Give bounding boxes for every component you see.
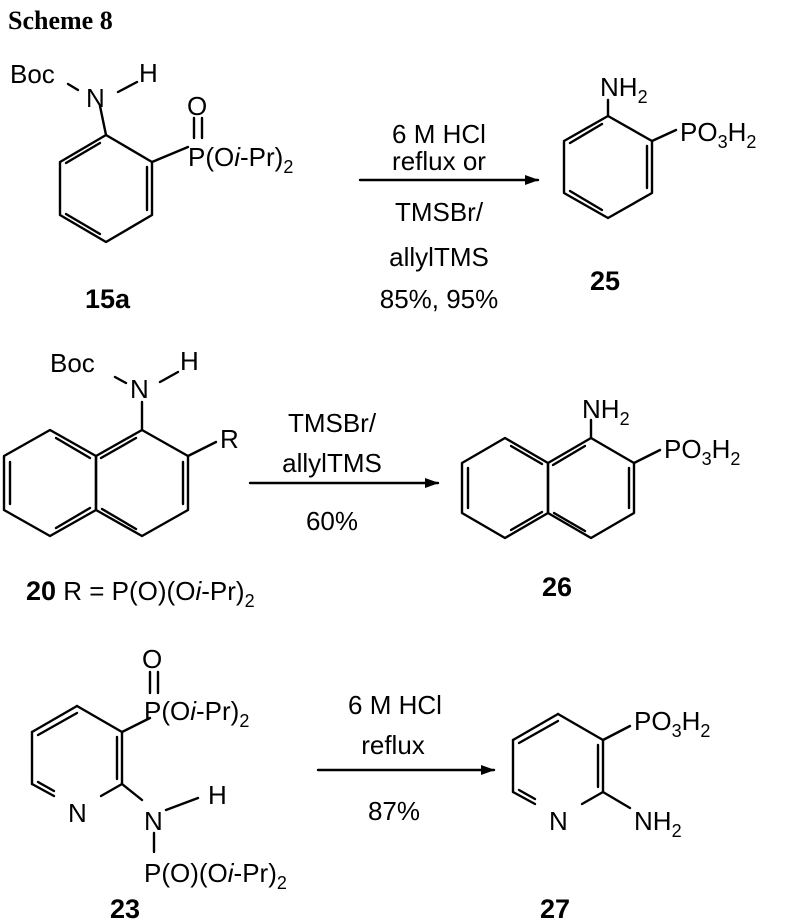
compound-number: 15a [85,284,131,314]
benzene-ring [562,114,654,220]
bond [120,782,144,802]
condition-text: reflux or [392,146,486,176]
h-label: H [208,780,227,810]
r-label: R [220,424,239,454]
amino-label: NH2 [634,806,682,841]
bond [120,716,152,734]
benzene-ring [58,133,154,244]
compound-number: 23 [110,894,140,924]
boc-label: Boc [50,348,95,378]
amino-label: NH2 [582,394,630,429]
pyridine-ring [30,704,124,798]
condition-text: reflux [361,730,425,760]
bond [650,128,678,143]
n-label: N [130,374,149,404]
naphthalene-rings [460,436,636,540]
oxygen-label: O [187,91,207,121]
phosphonate-label: P(Oi-Pr)2 [188,142,293,177]
compound-20: Boc N H R 20 R = P(O)(Oi-Pr)2 [2,346,255,611]
oxygen-label: O [142,644,162,674]
condition-text: TMSBr/ [395,197,484,227]
reaction-arrow-1: 6 M HCl reflux or TMSBr/ allylTMS 85%, 9… [358,119,540,314]
compound-27: N PO3H2 NH2 27 [511,706,710,924]
r-definition: 20 R = P(O)(Oi-Pr)2 [26,576,255,611]
h-label: H [180,346,199,376]
ring-n-label: N [68,798,87,828]
bond [150,145,190,164]
boc-label: Boc [10,59,55,89]
phosphonic-acid-label: PO3H2 [664,434,740,469]
compound-23: O P(Oi-Pr)2 N N H P(O)(Oi-Pr)2 23 [30,644,287,924]
bond [601,790,632,810]
compound-25: NH2 PO3H2 25 [562,72,756,296]
h-label: H [139,58,158,88]
condition-text: TMSBr/ [288,408,377,438]
bond [632,448,662,465]
bond [66,82,80,92]
bond [164,796,200,812]
compound-number: 25 [590,266,620,296]
phosphonate-label: P(O)(Oi-Pr)2 [144,858,287,893]
condition-text: 6 M HCl [392,119,486,149]
bond [113,375,128,385]
reaction-arrow-3: 6 M HCl reflux 87% [316,690,496,826]
phosphonate-label: P(Oi-Pr)2 [144,696,249,731]
bond [158,370,180,384]
bond [601,724,632,742]
yield-text: 85%, 95% [380,284,499,314]
n-label: N [86,83,105,113]
condition-text: 6 M HCl [348,690,442,720]
condition-text: allylTMS [282,448,382,478]
yield-text: 87% [368,796,420,826]
yield-text: 60% [306,506,358,536]
phosphonic-acid-label: PO3H2 [634,706,710,741]
compound-15a: Boc N H O P(Oi-Pr)2 15a [10,58,293,314]
condition-text: allylTMS [389,242,489,272]
bond [98,104,108,137]
phosphonic-acid-label: PO3H2 [680,117,756,152]
compound-26: NH2 PO3H2 26 [460,394,740,602]
scheme-title: Scheme 8 [8,6,113,35]
bond [186,440,218,458]
n-label: N [144,806,163,836]
pyridine-ring [511,712,605,806]
amino-label: NH2 [600,72,648,107]
bond [116,80,139,94]
ring-n-label: N [549,806,568,836]
naphthalene-rings [2,428,190,538]
reaction-arrow-2: TMSBr/ allylTMS 60% [248,408,440,536]
compound-number: 27 [540,894,570,924]
compound-number: 26 [542,572,572,602]
